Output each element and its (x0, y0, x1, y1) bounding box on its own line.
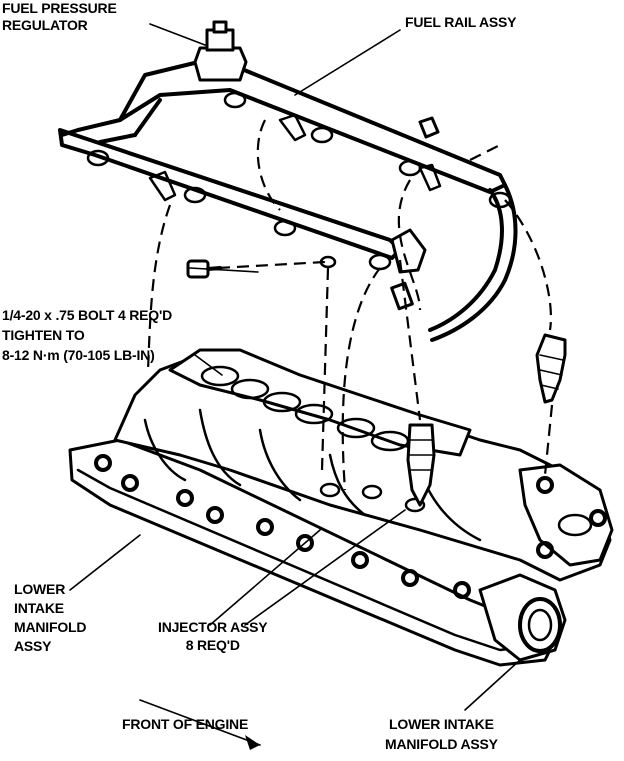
injector-right (535, 333, 567, 404)
manifold-bolt-bosses (94, 454, 607, 599)
label-fuel-rail-assy: FUEL RAIL ASSY (405, 14, 517, 30)
fuel-pressure-regulator (193, 20, 248, 82)
rail-injector-cups (86, 91, 512, 271)
label-lower-intake-left: LOWER INTAKE MANIFOLD ASSY (14, 581, 87, 654)
leader-lines (69, 23, 521, 750)
label-bolt-spec: 1/4-20 x .75 BOLT 4 REQ'D TIGHTEN TO 8-1… (2, 307, 173, 363)
lower-intake-manifold (68, 348, 614, 667)
bolt-part (186, 255, 337, 279)
label-injector-assy: INJECTOR ASSY 8 REQ'D (158, 619, 268, 653)
label-fuel-pressure-regulator: FUEL PRESSURE REGULATOR (2, 0, 117, 33)
manifold-ports (200, 365, 410, 452)
fuel-rail-assy (58, 20, 518, 342)
label-front-of-engine: FRONT OF ENGINE (122, 716, 249, 732)
injector-center (406, 423, 436, 507)
label-lower-intake-right: LOWER INTAKE MANIFOLD ASSY (385, 716, 498, 752)
assembly-lines (146, 119, 554, 491)
